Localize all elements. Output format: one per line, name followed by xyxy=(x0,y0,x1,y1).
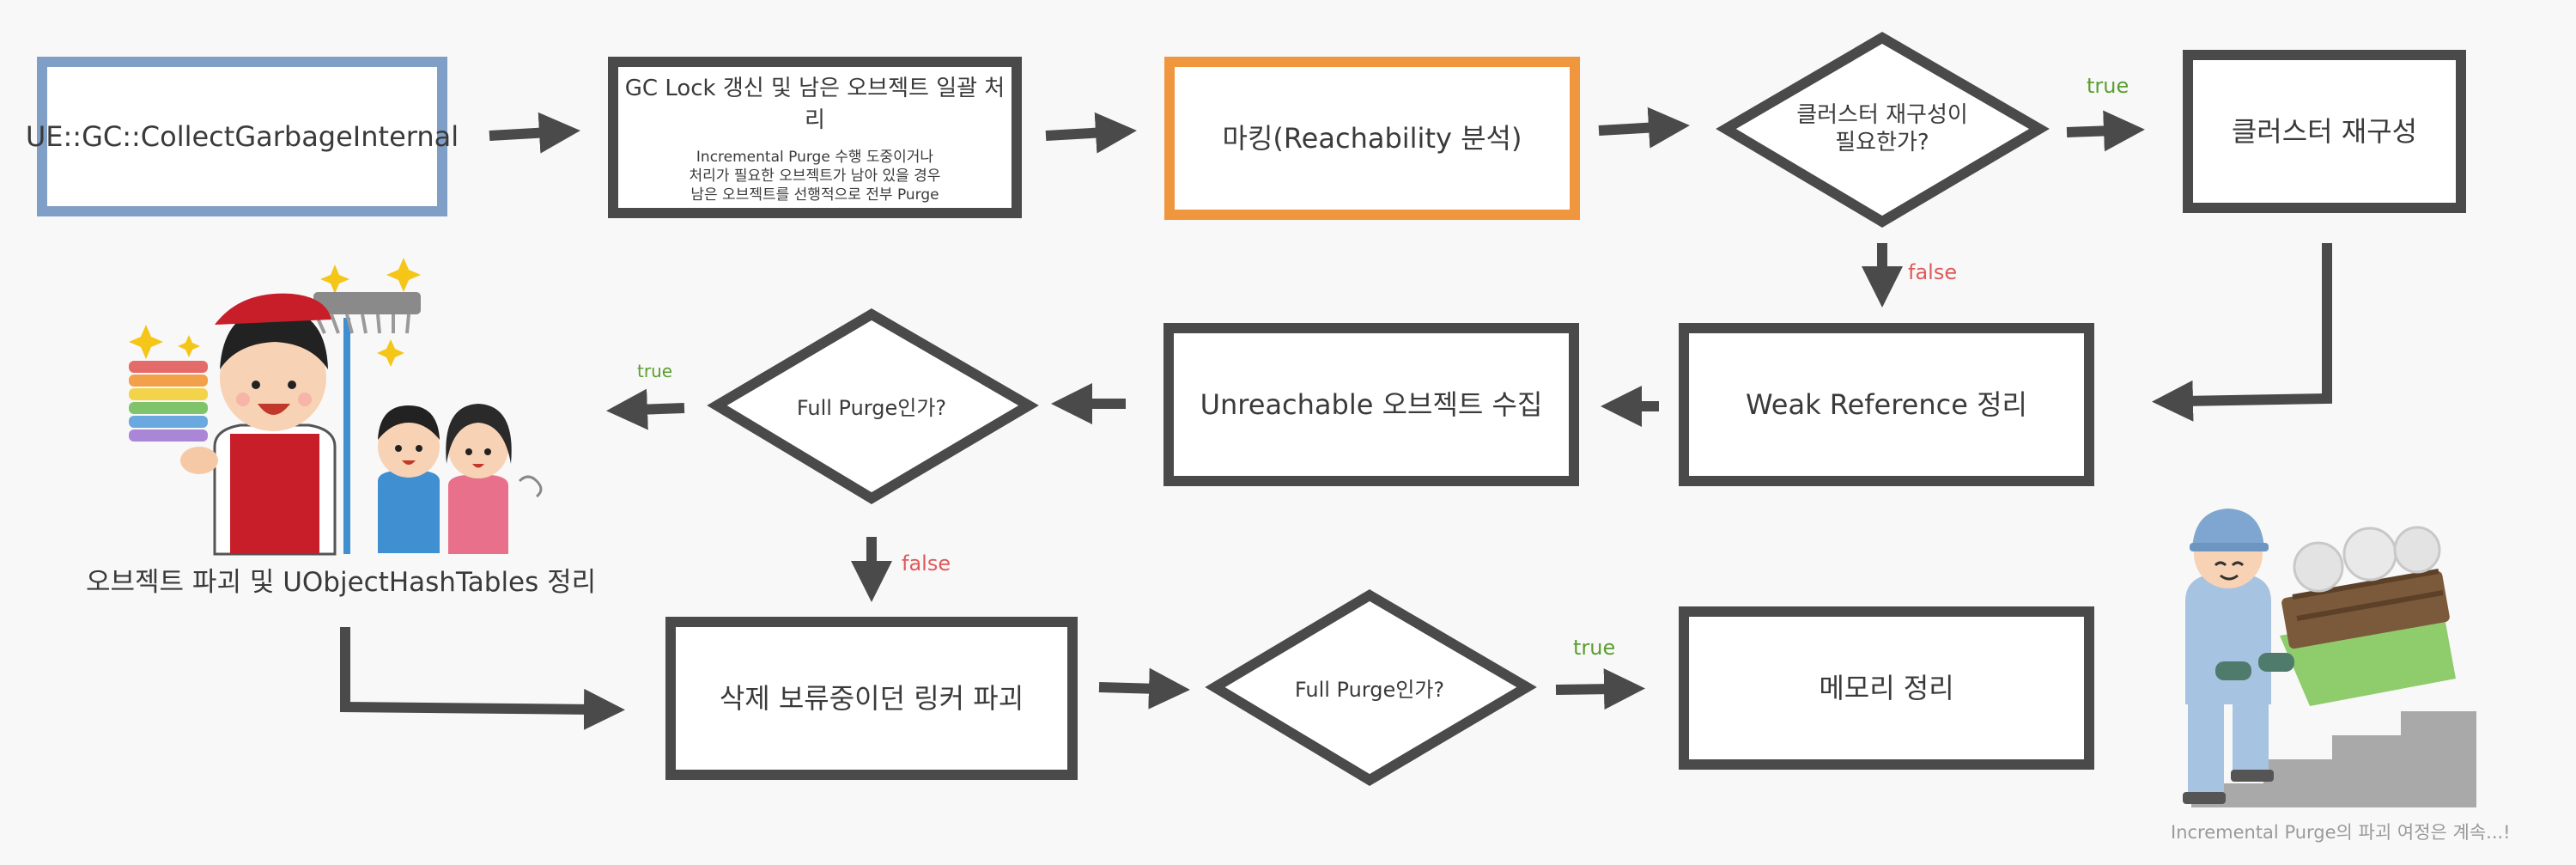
arrow-gclock-to-marking xyxy=(1045,112,1137,154)
node-marking-label: 마킹(Reachability 분석) xyxy=(1222,122,1522,155)
node-memory-cleanup-label: 메모리 정리 xyxy=(1819,672,1954,704)
node-gc-lock: GC Lock 갱신 및 남은 오브젝트 일괄 처리 Incremental P… xyxy=(608,57,1022,218)
node-gc-lock-title: GC Lock 갱신 및 남은 오브젝트 일괄 처리 xyxy=(624,75,1005,133)
node-unreachable: Unreachable 오브젝트 수집 xyxy=(1163,323,1579,486)
node-memory-cleanup: 메모리 정리 xyxy=(1679,606,2094,770)
edge-label-purge2-true: true xyxy=(1573,636,1616,660)
node-weak-reference-label: Weak Reference 정리 xyxy=(1746,388,2027,421)
node-destroy-linker-label: 삭제 보류중이던 링커 파괴 xyxy=(719,682,1024,715)
diamond-full-purge-1 xyxy=(707,308,1039,504)
arrow-destroy-objects-to-destroy-linker xyxy=(340,627,625,730)
edge-label-cluster-false: false xyxy=(1908,260,1958,284)
arrow-cluster-rebuild-to-weakref xyxy=(2152,243,2332,422)
node-collect-label: UE::GC::CollectGarbageInternal xyxy=(25,120,459,153)
diamond-full-purge-1-label: Full Purge인가? xyxy=(796,395,947,420)
caption-right-illustration: Incremental Purge의 파괴 여정은 계속...! xyxy=(2171,822,2511,843)
arrow-fullpurge1-to-destroy-objects xyxy=(606,388,685,430)
node-unreachable-label: Unreachable 오브젝트 수집 xyxy=(1200,388,1543,421)
edge-label-purge1-true: true xyxy=(637,361,673,381)
node-marking: 마킹(Reachability 분석) xyxy=(1164,57,1580,220)
node-cluster-rebuild: 클러스터 재구성 xyxy=(2183,50,2466,213)
arrow-marking-to-cluster-check xyxy=(1598,107,1690,149)
arrow-cluster-check-to-rebuild xyxy=(2066,110,2145,152)
caption-left-illustration: 오브젝트 파괴 및 UObjectHashTables 정리 xyxy=(86,567,597,598)
worker-carrying-cart-up-stairs-icon xyxy=(2183,509,2476,807)
node-cluster-rebuild-label: 클러스터 재구성 xyxy=(2231,115,2418,148)
node-collect-garbage-internal: UE::GC::CollectGarbageInternal xyxy=(26,57,459,216)
edge-label-purge1-false: false xyxy=(902,551,951,576)
node-destroy-linker: 삭제 보류중이던 링커 파괴 xyxy=(665,617,1078,780)
cleaner-with-broom-and-kids-icon xyxy=(129,258,543,556)
diamond-full-purge-2-label: Full Purge인가? xyxy=(1294,677,1445,702)
diamond-cluster-check-label: 클러스터 재구성이 필요한가? xyxy=(1796,101,1968,156)
node-weak-reference: Weak Reference 정리 xyxy=(1679,323,2094,486)
edge-label-cluster-true: true xyxy=(2087,74,2129,98)
diamond-cluster-check xyxy=(1716,32,2050,228)
diamond-full-purge-2 xyxy=(1205,589,1537,786)
arrow-fullpurge2-to-memory xyxy=(1555,668,1645,710)
arrow-collect-to-gclock xyxy=(489,112,580,154)
arrow-destroy-linker-to-fullpurge2 xyxy=(1098,667,1190,710)
node-gc-lock-subtitle: Incremental Purge 수행 도중이거나 처리가 필요한 오브젝트가… xyxy=(689,148,941,204)
